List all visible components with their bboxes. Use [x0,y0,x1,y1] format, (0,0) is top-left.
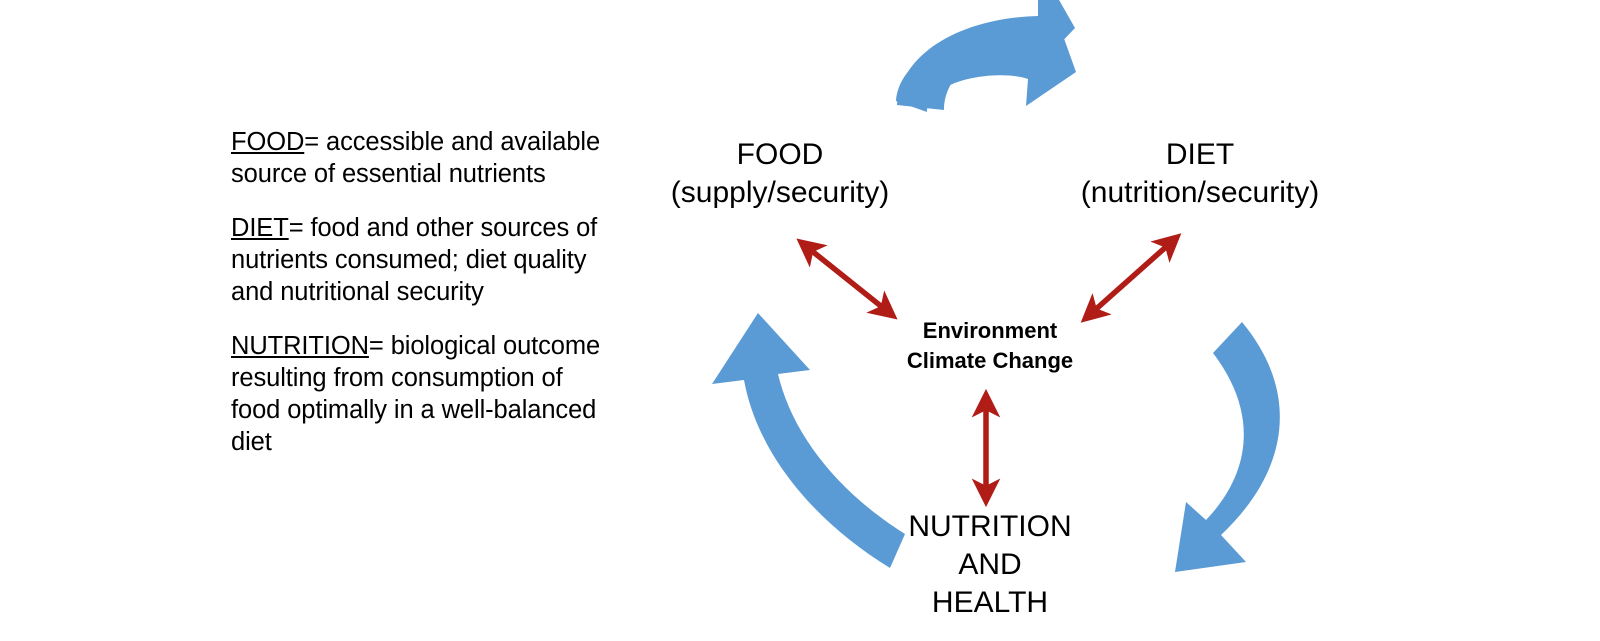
cycle-center-label: Environment Climate Change [906,318,1074,373]
definition-nutrition-term: NUTRITION [231,332,369,360]
definition-food-term: FOOD [231,128,305,156]
cycle-arrow-top-group [896,5,1076,112]
link-arrow-diet-center [1080,233,1182,323]
cycle-arrow-right-group [1175,322,1280,572]
definition-food: FOOD= accessible and available source of… [231,126,611,190]
cycle-node-diet: DIET (nutrition/security) [1080,138,1320,209]
definition-diet: DIET= food and other sources of nutrient… [231,212,611,308]
definition-diet-text: = food and other sources of nutrients co… [231,214,598,306]
cycle-arrow-food-to-diet [897,0,1075,110]
definition-nutrition-text: = biological outcome resulting from cons… [231,332,601,456]
cycle-node-food: FOOD (supply/security) [670,138,890,209]
definition-diet-term: DIET [231,214,289,242]
definition-food-text: = accessible and available source of ess… [231,128,601,188]
definitions-list: FOOD= accessible and available source of… [231,126,611,458]
definition-nutrition: NUTRITION= biological outcome resulting … [231,330,611,458]
cycle-node-nutrition: NUTRITION AND HEALTH [908,510,1072,619]
link-arrow-food-center [796,238,898,320]
